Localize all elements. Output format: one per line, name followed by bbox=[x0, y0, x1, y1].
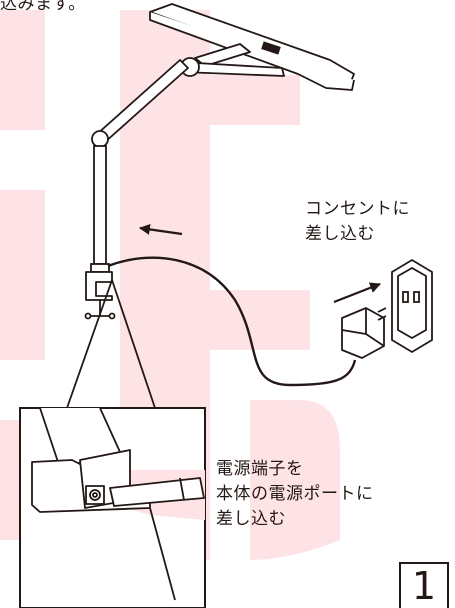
lamp-pole bbox=[90, 145, 110, 273]
step-number-badge: 1 bbox=[399, 562, 449, 608]
instruction-fragment: 込みます。 bbox=[0, 0, 86, 14]
power-cord bbox=[107, 256, 357, 387]
head-switch bbox=[261, 41, 281, 55]
pole-arrow bbox=[138, 223, 183, 236]
port-instruction-line-1: 電源端子を bbox=[216, 459, 304, 479]
ac-adapter bbox=[341, 307, 387, 359]
outlet-instruction-label: コンセントに 差し込む bbox=[305, 197, 410, 247]
wall-outlet bbox=[391, 258, 433, 354]
lamp-head bbox=[149, 3, 355, 91]
lower-arm bbox=[91, 59, 189, 148]
port-instruction-label: 電源端子を 本体の電源ポートに 差し込む bbox=[216, 457, 374, 532]
detail-inset bbox=[19, 407, 206, 608]
outlet-arrow bbox=[333, 282, 382, 304]
callout-lines bbox=[66, 279, 156, 409]
port-instruction-line-3: 差し込む bbox=[216, 509, 286, 529]
port-instruction-line-2: 本体の電源ポートに bbox=[216, 484, 374, 504]
outlet-instruction-line-2: 差し込む bbox=[305, 224, 375, 244]
outlet-instruction-line-1: コンセントに bbox=[305, 199, 410, 219]
